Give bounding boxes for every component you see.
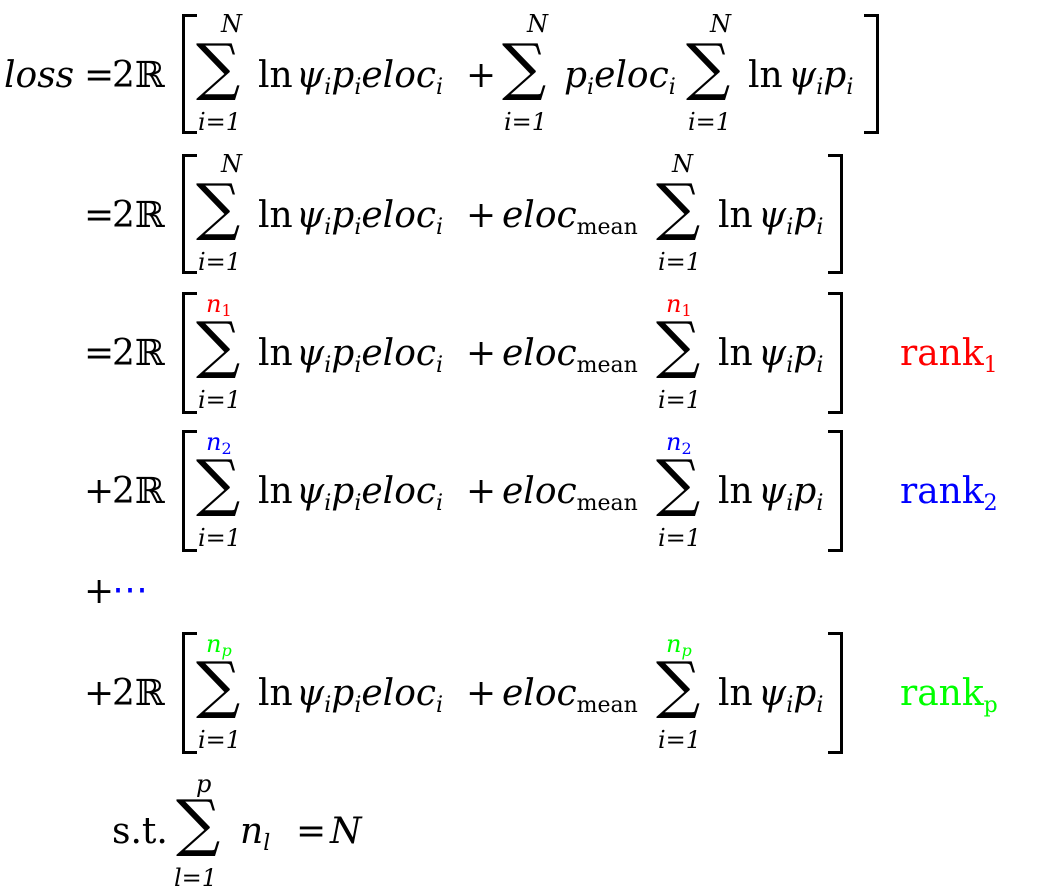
sum-lower: i=1 — [198, 524, 242, 552]
sum-lower: i=1 — [198, 386, 242, 414]
eloc-mean: elocmean — [502, 673, 638, 718]
plus-sign: + — [84, 471, 115, 512]
sum-lower: i=1 — [658, 248, 702, 276]
sum-lower: i=1 — [504, 108, 548, 136]
right-bracket — [828, 430, 843, 552]
ellipsis: ⋯ — [112, 569, 148, 610]
sum-lower: i=1 — [198, 108, 242, 136]
ln-operator: ln — [258, 195, 293, 236]
ln-operator: ln — [718, 195, 753, 236]
sum-upper: N — [672, 150, 693, 178]
sum-upper-n1: n1 — [206, 290, 232, 320]
sum-upper-n2: n2 — [666, 428, 692, 458]
sum-lower: i=1 — [658, 524, 702, 552]
sigma-symbol: ∑ — [196, 170, 241, 243]
term: ψipi — [758, 195, 824, 240]
equals-sign: = — [84, 333, 115, 374]
sum-upper-n1: n1 — [666, 290, 692, 320]
ln-operator: ln — [718, 333, 753, 374]
ln-operator: ln — [258, 673, 293, 714]
ln-operator: ln — [718, 471, 753, 512]
ln-operator: ln — [718, 673, 753, 714]
term: pieloci — [564, 55, 676, 100]
ln-operator: ln — [258, 471, 293, 512]
term: ψipieloci — [296, 471, 444, 516]
term: ψipieloci — [296, 55, 444, 100]
term: ψipieloci — [296, 673, 444, 718]
sum-upper-n2: n2 — [206, 428, 232, 458]
right-bracket — [828, 154, 843, 274]
sum-lower: i=1 — [198, 726, 242, 754]
sigma-symbol: ∑ — [656, 446, 701, 519]
coefficient: 2ℝ — [112, 195, 165, 236]
term: ψipieloci — [296, 333, 444, 378]
sigma-symbol: ∑ — [656, 648, 701, 721]
sigma-symbol: ∑ — [502, 30, 547, 103]
plus-sign: + — [466, 333, 497, 374]
right-bracket — [864, 14, 879, 134]
sum-lower: i=1 — [658, 726, 702, 754]
sigma-symbol: ∑ — [686, 30, 731, 103]
such-that: s.t. — [112, 811, 168, 852]
equals-sign: = — [84, 55, 115, 96]
plus-sign: + — [466, 673, 497, 714]
left-bracket — [182, 632, 197, 754]
constraint-term: nl — [240, 811, 271, 856]
ln-operator: ln — [748, 55, 783, 96]
term: ψipi — [758, 471, 824, 516]
rank-label-p: rankp — [900, 673, 998, 718]
plus-sign: + — [84, 673, 115, 714]
loss-label: loss — [4, 55, 75, 96]
sum-lower: i=1 — [688, 108, 732, 136]
sigma-symbol: ∑ — [196, 648, 241, 721]
sum-upper: N — [221, 10, 242, 38]
term: ψipi — [758, 333, 824, 378]
sum-upper: N — [710, 10, 731, 38]
left-bracket — [182, 154, 197, 274]
plus-sign: + — [84, 571, 115, 612]
eloc-mean: elocmean — [502, 195, 638, 240]
constraint-sum-upper: p — [196, 770, 212, 798]
term: ψipieloci — [296, 195, 444, 240]
constraint-sum-lower: l=1 — [174, 864, 218, 892]
sigma-symbol: ∑ — [176, 786, 221, 859]
left-bracket — [182, 430, 197, 552]
equals-sign: = — [296, 811, 327, 852]
left-bracket — [182, 14, 197, 134]
rank-label-2: rank2 — [900, 471, 998, 516]
sigma-symbol: ∑ — [656, 170, 701, 243]
sum-upper: N — [527, 10, 548, 38]
right-bracket — [828, 292, 843, 414]
rank-label-1: rank1 — [900, 333, 998, 378]
sum-upper: N — [221, 150, 242, 178]
sum-lower: i=1 — [658, 386, 702, 414]
sigma-symbol: ∑ — [196, 446, 241, 519]
coefficient: 2ℝ — [112, 333, 165, 374]
eloc-mean: elocmean — [502, 471, 638, 516]
ln-operator: ln — [258, 55, 293, 96]
plus-sign: + — [466, 55, 497, 96]
coefficient: 2ℝ — [112, 471, 165, 512]
right-bracket — [828, 632, 843, 754]
ln-operator: ln — [258, 333, 293, 374]
sigma-symbol: ∑ — [196, 308, 241, 381]
coefficient: 2ℝ — [112, 673, 165, 714]
sigma-symbol: ∑ — [656, 308, 701, 381]
term: ψipi — [788, 55, 854, 100]
constraint-rhs: N — [330, 811, 362, 852]
plus-sign: + — [466, 471, 497, 512]
plus-sign: + — [466, 195, 497, 236]
sigma-symbol: ∑ — [196, 30, 241, 103]
left-bracket — [182, 292, 197, 414]
equals-sign: = — [84, 195, 115, 236]
sum-lower: i=1 — [198, 248, 242, 276]
coefficient: 2ℝ — [112, 55, 165, 96]
sum-upper-np: np — [666, 630, 692, 660]
term: ψipi — [758, 673, 824, 718]
sum-upper-np: np — [206, 630, 232, 660]
eloc-mean: elocmean — [502, 333, 638, 378]
